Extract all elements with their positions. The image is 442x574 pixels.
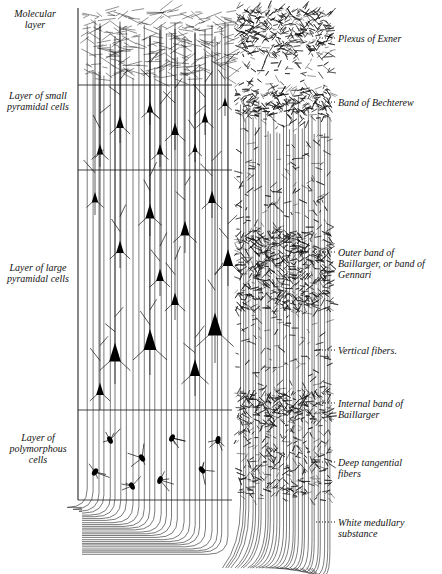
dendrite xyxy=(109,26,130,143)
pyramidal-cell xyxy=(193,30,213,135)
cell-body xyxy=(92,192,99,203)
polymorphous-cell xyxy=(156,471,174,491)
cell-body xyxy=(222,98,227,106)
axis-line xyxy=(78,8,79,500)
leader-line xyxy=(316,522,336,523)
pyramidal-cell xyxy=(181,32,208,396)
dendrite xyxy=(218,22,235,116)
layer-label: Layer of small pyramidal cells xyxy=(2,90,74,112)
cell-body xyxy=(202,112,209,123)
leader-line xyxy=(316,102,336,103)
pyramidal-cell xyxy=(92,24,111,167)
pyramidal-cell xyxy=(196,36,233,363)
dendrite xyxy=(100,36,131,384)
leader-line xyxy=(316,403,336,404)
pyramidal-cell xyxy=(90,26,110,410)
axon-bundle xyxy=(67,25,228,555)
pyramidal-cells xyxy=(83,20,241,491)
cell-body xyxy=(106,435,114,444)
pyramidal-cell xyxy=(165,23,185,320)
cell-body xyxy=(156,475,164,484)
cell-body xyxy=(91,467,100,476)
dendrite xyxy=(110,22,130,268)
pyramidal-cell xyxy=(150,26,170,296)
polymorphous-cell xyxy=(198,462,215,485)
cell-body xyxy=(144,329,157,350)
layer-label: Layer of polymorphous cells xyxy=(2,432,74,465)
pyramidal-cell xyxy=(133,38,167,375)
vertical-fibers xyxy=(223,95,330,574)
dendrite xyxy=(165,23,185,320)
pyramidal-cell xyxy=(214,24,241,286)
dendrite xyxy=(196,36,233,363)
dendrite xyxy=(150,26,170,296)
dendrite xyxy=(200,25,222,218)
dendrite xyxy=(133,38,167,375)
cell-body xyxy=(128,481,136,490)
leader-line xyxy=(316,252,336,253)
layer-label: Molecular layer xyxy=(4,8,66,30)
band-label: Deep tangential fibers xyxy=(338,457,422,479)
dendrite xyxy=(141,36,159,125)
pyramidal-cell xyxy=(109,26,130,143)
pyramidal-cell xyxy=(173,39,197,253)
leader-line xyxy=(316,38,336,39)
polymorphous-cell xyxy=(168,433,186,448)
band-label: Internal band of Baillarger xyxy=(338,398,422,420)
pyramidal-cell xyxy=(163,29,185,150)
band-label: Band of Bechterew xyxy=(338,97,442,108)
polymorphous-cell xyxy=(103,429,120,445)
dendrite xyxy=(163,29,185,150)
cell-body xyxy=(156,268,164,281)
layer-label: Layer of large pyramidal cells xyxy=(2,262,74,284)
pyramidal-cell xyxy=(149,31,171,167)
tangential-fibers xyxy=(234,1,338,505)
pyramidal-cell xyxy=(100,36,131,384)
cell-body xyxy=(171,292,179,305)
polymorphous-cell xyxy=(89,464,110,479)
pyramidal-cell xyxy=(141,36,159,125)
dendrite xyxy=(214,24,241,286)
pyramidal-cell xyxy=(83,20,103,215)
dendrite xyxy=(173,39,197,253)
cell-body xyxy=(168,433,176,442)
pyramidal-cell xyxy=(110,22,130,268)
cell-body xyxy=(208,312,222,335)
dendrite xyxy=(188,34,206,162)
cell-body xyxy=(109,343,121,362)
polymorphous-cell xyxy=(128,444,147,467)
pyramidal-cell xyxy=(200,25,222,218)
pyramidal-cell xyxy=(188,34,206,162)
dendrite xyxy=(172,438,186,448)
band-label: White medullary substance xyxy=(338,517,422,539)
cell-body xyxy=(180,221,189,236)
dendrite xyxy=(89,464,110,479)
dendrite xyxy=(193,30,213,135)
leader-line xyxy=(316,462,336,463)
dendrite xyxy=(90,26,110,410)
cell-body xyxy=(96,382,104,395)
cell-body xyxy=(215,436,221,445)
cell-body xyxy=(223,249,233,266)
pyramidal-cell xyxy=(218,22,235,116)
band-label: Outer band of Baillarger, or band of Gen… xyxy=(338,247,434,280)
leader-line xyxy=(316,350,336,351)
cell-body xyxy=(190,359,200,376)
cell-body xyxy=(138,453,147,462)
dendrite xyxy=(181,32,208,396)
polymorphous-cell xyxy=(122,476,141,490)
dendrite xyxy=(83,20,103,215)
band-label: Plexus of Exner xyxy=(338,33,442,44)
polymorphous-cell xyxy=(208,436,224,451)
band-label: Vertical fibers. xyxy=(338,345,442,356)
dendrite xyxy=(122,476,141,490)
dendrite xyxy=(149,31,171,167)
cell-body xyxy=(198,465,207,474)
dendrite xyxy=(92,24,111,167)
leader-lines xyxy=(316,38,336,522)
cell-body xyxy=(116,240,124,253)
